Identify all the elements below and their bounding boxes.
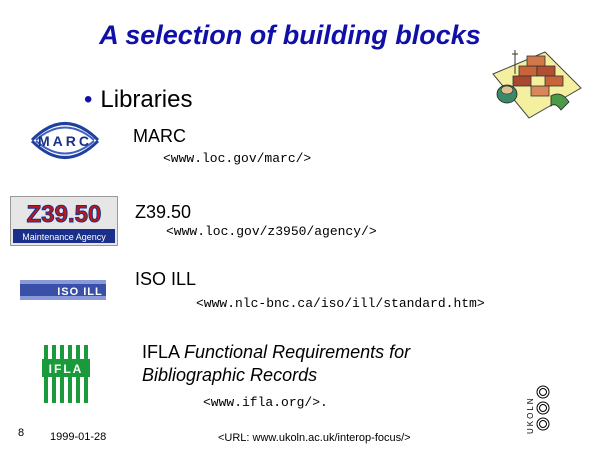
footer-url[interactable]: <URL: www.ukoln.ac.uk/interop-focus/> [218,432,411,444]
bullet-marker: • [84,86,93,113]
ifla-logo-text: IFLA [49,362,84,376]
slide-title: A selection of building blocks [99,20,481,50]
footer-date: 1999-01-28 [50,431,107,443]
item-url-ifla[interactable]: <www.ifla.org/> [203,395,321,410]
ifla-name-prefix: IFLA [142,342,185,362]
page-number: 8 [18,427,25,439]
item-url-marc[interactable]: <www.loc.gov/marc/> [163,151,312,166]
item-url-ifla-suffix: . [320,395,328,410]
ifla-name-line-2: Bibliographic Records [142,365,318,385]
ukoln-logo: UKOLN [524,370,550,436]
ukoln-logo-text: UKOLN [526,396,535,434]
item-name-marc: MARC [133,126,186,146]
item-url-z3950[interactable]: <www.loc.gov/z3950/agency/> [166,224,377,239]
marc-logo-text: MARC [38,133,92,149]
iso-ill-logo: ISO ILL [20,280,106,300]
z3950-logo-text: Z39.50 [27,201,102,228]
section-label: Libraries [100,86,193,113]
z3950-logo: Z39.50 Maintenance Agency [10,196,118,246]
ifla-name-line-1: Functional Requirements for [184,342,411,362]
ifla-logo: IFLA [40,343,92,405]
item-name-ifla: IFLA Functional Requirements for Bibliog… [142,341,410,387]
building-blocks-clipart-icon [485,44,585,124]
item-name-z3950: Z39.50 [135,202,192,222]
item-name-iso-ill: ISO ILL [135,269,197,289]
item-url-ifla-line: <www.ifla.org/>. [203,395,328,410]
section-heading: • Libraries [84,86,192,114]
iso-ill-logo-text: ISO ILL [57,286,103,298]
z3950-logo-subtext: Maintenance Agency [22,232,106,242]
marc-logo: MARC [30,113,100,168]
item-url-iso-ill[interactable]: <www.nlc-bnc.ca/iso/ill/standard.htm> [196,296,485,311]
